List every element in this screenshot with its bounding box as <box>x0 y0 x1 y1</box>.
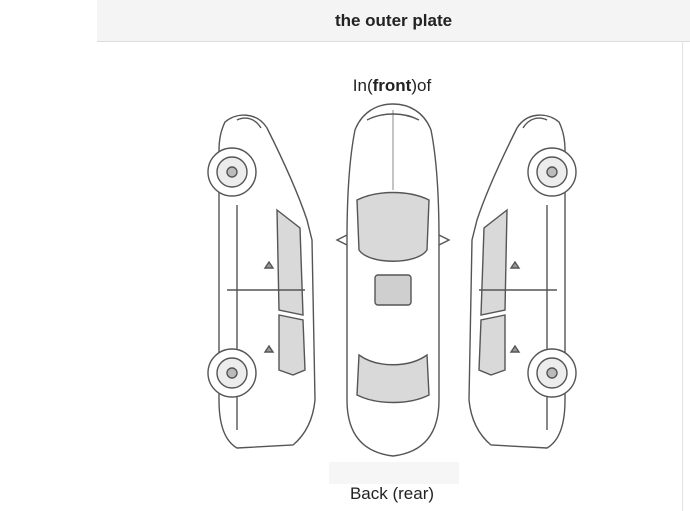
back-label-background <box>329 462 459 484</box>
left-front-handle <box>263 260 275 269</box>
right-front-handle <box>509 260 521 269</box>
right-side-view[interactable] <box>468 114 577 449</box>
front-bumper-curve <box>366 113 420 121</box>
panel-header: the outer plate <box>97 0 690 42</box>
back-label: Back (rear) <box>349 484 435 503</box>
right-side-window-front <box>480 208 508 316</box>
right-rear-handle <box>509 344 521 353</box>
left-side-mirror <box>236 117 262 129</box>
rear-window <box>356 353 430 404</box>
right-side-mirror <box>522 117 548 129</box>
left-side-view[interactable] <box>207 114 316 449</box>
sunroof <box>374 274 412 306</box>
front-label-bold: front <box>372 76 412 95</box>
panel-title: the outer plate <box>334 10 453 30</box>
panel-divider <box>682 41 683 511</box>
left-side-window-rear <box>278 314 306 376</box>
windshield <box>356 191 430 262</box>
car-exterior-diagram <box>207 103 577 457</box>
left-side-window-front <box>276 208 304 316</box>
front-label: In(front)of <box>327 76 457 96</box>
exterior-panel: the outer plate In(front)of Back (rear) <box>97 0 690 511</box>
top-view[interactable] <box>335 103 451 457</box>
front-label-suffix: )of <box>411 76 432 95</box>
left-mirror-top <box>335 234 348 246</box>
right-side-window-rear <box>478 314 506 376</box>
right-mirror-top <box>438 234 451 246</box>
left-rear-handle <box>263 344 275 353</box>
front-label-prefix: In( <box>352 76 373 95</box>
